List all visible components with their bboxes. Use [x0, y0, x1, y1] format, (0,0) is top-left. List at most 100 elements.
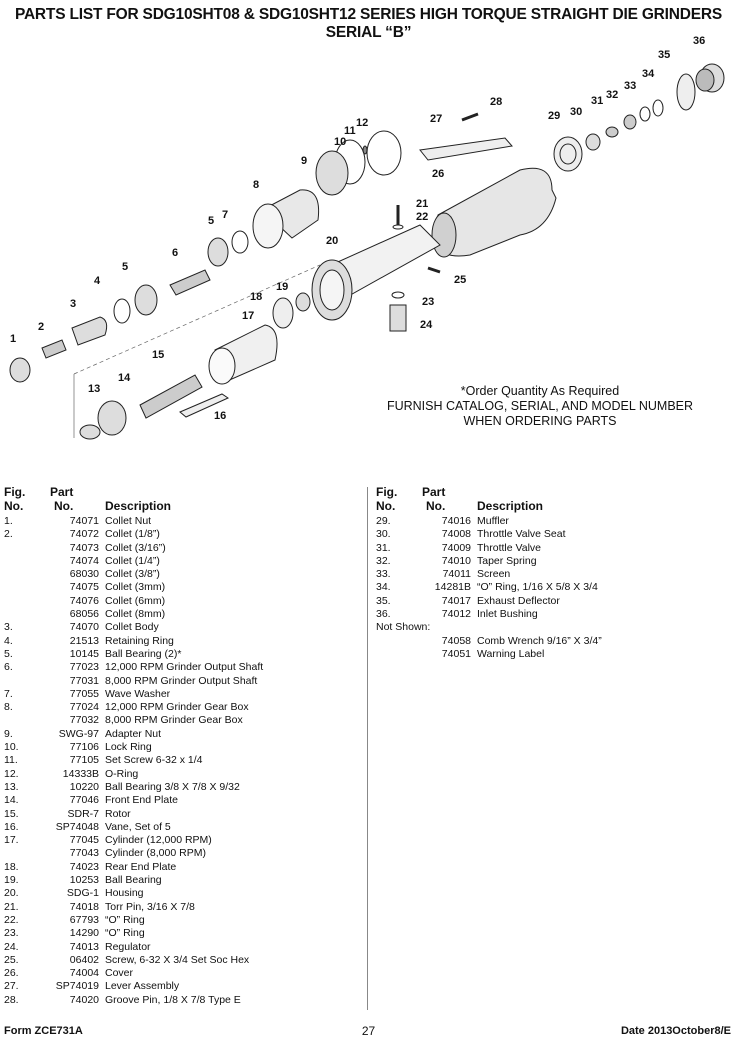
- part-description: Groove Pin, 1/8 X 7/8 Type E: [105, 993, 241, 1006]
- page-title: PARTS LIST FOR SDG10SHT08 & SDG10SHT12 S…: [0, 6, 737, 42]
- table-row: Not Shown:: [376, 621, 732, 634]
- part-15-rotor: [139, 374, 203, 419]
- part-number: 77045: [69, 834, 99, 847]
- callout-label: 4: [94, 275, 101, 287]
- form-number: Form ZCE731A: [4, 1025, 83, 1037]
- part-18-rear-end-plate: [272, 297, 294, 329]
- part-number: 74012: [441, 608, 471, 621]
- part-1-collet-nut: [9, 357, 31, 383]
- header-part-no: No.: [54, 499, 74, 513]
- part-number: 74009: [441, 541, 471, 554]
- fig-number: 30.: [376, 528, 391, 541]
- part-description: “O” Ring: [105, 927, 145, 940]
- part-number: 10253: [69, 874, 99, 887]
- part-description: Wave Washer: [105, 687, 171, 700]
- header-fig-no: No.: [376, 499, 396, 513]
- header-description: Description: [477, 499, 544, 513]
- fig-number: 15.: [4, 807, 19, 820]
- order-note: *Order Quantity As Required FURNISH CATA…: [360, 384, 720, 429]
- part-number: 77105: [69, 754, 99, 767]
- part-number: 06402: [69, 953, 99, 966]
- fig-number: 11.: [4, 754, 18, 767]
- part-number: 77106: [69, 741, 99, 754]
- part-description: Cylinder (12,000 RPM): [105, 834, 212, 847]
- part-description: Comb Wrench 9/16” X 3/4”: [477, 634, 602, 647]
- part-number: 74017: [441, 594, 471, 607]
- part-33-screen: [639, 106, 651, 122]
- part-description: 8,000 RPM Grinder Gear Box: [105, 714, 243, 727]
- callout-label: 30: [570, 106, 582, 118]
- callout-label: 21: [416, 198, 428, 210]
- part-28-groove-pin: [461, 112, 479, 122]
- callout-label: 6: [172, 247, 178, 259]
- part-number: 74051: [441, 647, 471, 660]
- part-number: 14290: [69, 927, 99, 940]
- fig-number: 16.: [4, 820, 19, 833]
- part-5-ball-bearing-lower: [134, 284, 158, 316]
- fig-number: 27.: [4, 980, 19, 993]
- note-line-1: *Order Quantity As Required: [460, 384, 620, 398]
- header-fig-no: No.: [4, 499, 24, 513]
- part-description: Cylinder (8,000 RPM): [105, 847, 206, 860]
- table-row: 22.67793“O” Ring: [4, 914, 360, 927]
- part-description: Vane, Set of 5: [105, 820, 171, 833]
- part-number: 77023: [69, 661, 99, 674]
- callout-label: 1: [10, 333, 16, 345]
- part-description: Collet (3mm): [105, 581, 166, 594]
- part-description: Ball Bearing (2)*: [105, 647, 182, 660]
- callout-label: 28: [490, 96, 502, 108]
- part-2-collet: [41, 339, 67, 359]
- callout-label: 2: [38, 321, 44, 333]
- header-description: Description: [105, 499, 172, 513]
- fig-number: 2.: [4, 528, 13, 541]
- part-5-ball-bearing-upper: [207, 237, 229, 267]
- part-description: Retaining Ring: [105, 634, 174, 647]
- part-number: 77024: [69, 701, 99, 714]
- part-description: Collet (8mm): [105, 608, 166, 621]
- part-number: 74070: [69, 621, 99, 634]
- part-description: Ball Bearing 3/8 X 7/8 X 9/32: [105, 780, 240, 793]
- note-line-2: FURNISH CATALOG, SERIAL, AND MODEL NUMBE…: [386, 399, 694, 413]
- part-number: 77032: [69, 714, 99, 727]
- callout-label: 14: [118, 372, 131, 384]
- part-description: “O” Ring, 1/16 X 5/8 X 3/4: [477, 581, 598, 594]
- header-part: Part: [422, 485, 446, 499]
- page-number: 27: [361, 1024, 376, 1038]
- fig-number: Not Shown:: [376, 621, 431, 634]
- part-23-o-ring: [391, 291, 405, 299]
- callout-label: 24: [420, 319, 433, 331]
- part-description: Screen: [477, 568, 511, 581]
- header-fig: Fig.: [4, 485, 26, 499]
- part-number: 67793: [69, 913, 99, 926]
- part-35-exhaust-deflector: [676, 73, 696, 111]
- callout-label: 7: [222, 209, 228, 221]
- part-number: SDR-7: [67, 807, 99, 820]
- part-number: 74011: [442, 568, 471, 581]
- callout-label: 5: [208, 215, 214, 227]
- part-number: 68030: [69, 568, 99, 581]
- part-13-ball-bearing: [79, 424, 101, 440]
- part-description: Cover: [105, 967, 134, 980]
- part-description: Throttle Valve: [477, 541, 541, 554]
- part-number: 74018: [69, 900, 99, 913]
